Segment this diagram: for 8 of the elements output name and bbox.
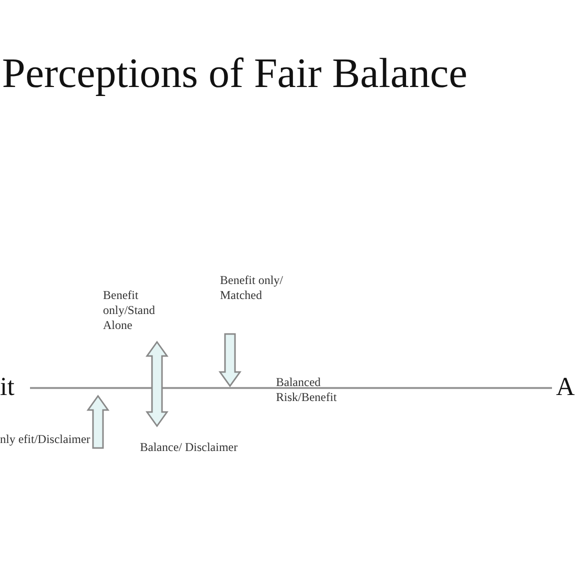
axis-label: it <box>0 372 16 402</box>
axis-label: Balanced Risk/Benefit <box>276 375 338 405</box>
axis-label: Benefit only/ Matched <box>220 273 284 303</box>
title: Perceptions of Fair Balance <box>2 50 468 98</box>
axis-label: nly efit/Disclaimer <box>0 432 92 447</box>
axis-label: Benefit only/Stand Alone <box>103 288 156 333</box>
axis-label: Balance/ Disclaimer <box>140 440 239 455</box>
axis-label: A <box>556 372 576 402</box>
